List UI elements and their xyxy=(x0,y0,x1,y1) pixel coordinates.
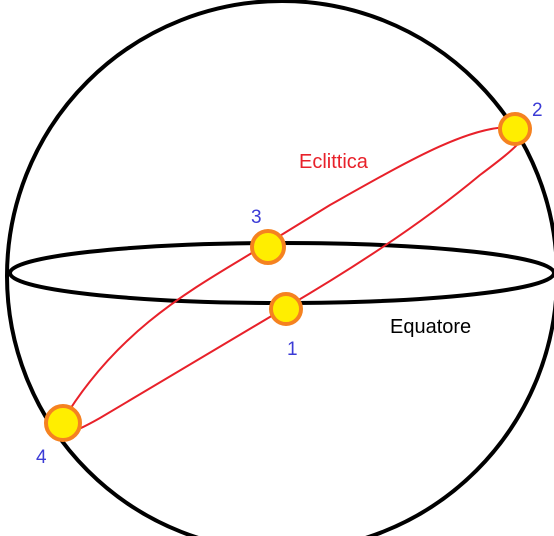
ecliptic-path xyxy=(59,125,525,435)
point-label-1: 1 xyxy=(287,339,298,360)
ecliptic-label: Eclittica xyxy=(299,151,369,173)
point-label-3: 3 xyxy=(251,207,262,228)
sun-marker-4 xyxy=(44,404,82,442)
equator-label: Equatore xyxy=(390,316,471,338)
sun-marker-1 xyxy=(269,292,303,326)
sphere-outline xyxy=(5,0,554,536)
point-label-2: 2 xyxy=(532,100,543,121)
sun-marker-3 xyxy=(250,229,286,265)
point-label-4: 4 xyxy=(36,447,47,468)
sun-marker-2 xyxy=(498,112,532,146)
